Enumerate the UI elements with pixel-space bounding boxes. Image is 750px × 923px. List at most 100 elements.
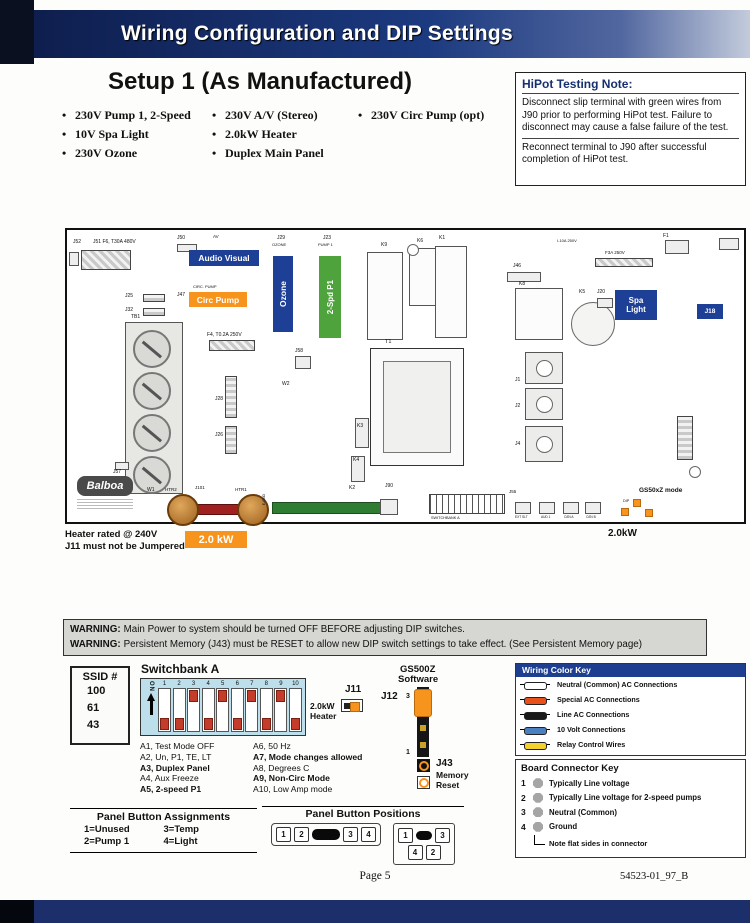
warning-line: WARNING:Main Power to system should be t… <box>70 623 700 638</box>
pcb-label: F3A 250V <box>605 250 625 255</box>
dip-on-label: ON <box>148 681 154 692</box>
pcb-label: J50 <box>177 235 186 241</box>
dip-jumper <box>633 499 641 507</box>
dip-switch-body <box>230 688 244 732</box>
connector-j4 <box>525 426 563 462</box>
component-j28 <box>225 376 237 418</box>
panel-display <box>312 829 340 840</box>
corner-block <box>0 0 34 64</box>
aux-connector <box>563 502 579 514</box>
pcb-label: HTR2 <box>165 487 177 492</box>
connector-number: 4 <box>521 821 526 832</box>
pcb-label: F4, T0.2A 250V <box>207 332 242 338</box>
relay-k6 <box>409 248 437 306</box>
panel-assignment-item: 3=Temp <box>163 824 199 835</box>
dip-switch-number: 3 <box>191 681 196 687</box>
dip-switch-number: 5 <box>221 681 225 687</box>
dip-jumper <box>621 508 629 516</box>
pcb-label: J46 <box>513 263 522 269</box>
connector-note: Note flat sides in connector <box>521 835 740 848</box>
connector-note-text: Note flat sides in connector <box>549 839 648 848</box>
dip-switch-row: 1 2 3 4 5 6 7 <box>158 681 302 733</box>
warning-text: Persistent Memory (J43) must be RESET to… <box>123 638 642 650</box>
dip-switch: 9 <box>274 681 288 733</box>
pcb-label: F1 <box>663 233 669 239</box>
kw-label: 2.0kW <box>608 528 637 539</box>
pcb-label: J51 F6, T30A 480V <box>93 239 136 245</box>
heater-note: Heater rated @ 240V J11 must not be Jump… <box>65 529 185 552</box>
connector-icon <box>533 778 543 789</box>
ssid-value: 61 <box>87 702 100 714</box>
j12-label: J12 <box>381 691 398 702</box>
panel-button: 1 <box>276 827 291 842</box>
dip-switch: 10 <box>288 681 302 733</box>
dip-switch-body <box>288 688 302 732</box>
dip-switch: 1 <box>158 681 171 733</box>
dip-switch: 8 <box>259 681 273 733</box>
wiring-color-key-rows: Neutral (Common) AC Connections Special … <box>516 677 745 752</box>
connector-j58 <box>295 356 311 369</box>
component-k3 <box>355 418 369 448</box>
relay-k8 <box>515 288 563 340</box>
pcb-label: E-GND <box>262 494 266 506</box>
screw-terminal <box>133 456 171 494</box>
dip-on-indicator: ON <box>144 681 158 733</box>
aux-connector <box>585 502 601 514</box>
pcb-label: K2 <box>349 485 356 491</box>
panel-assignment-item: 1=Unused <box>84 824 130 835</box>
pcb-label: W2 <box>282 381 290 387</box>
connector-key-rows: 1 Typically Line voltage 2 Typically Lin… <box>521 776 740 834</box>
panel-assignments-title: Panel Button Assignments <box>96 811 231 823</box>
connector-j90 <box>380 499 398 515</box>
dip-switch-panel: ON 1 2 3 4 5 <box>140 678 306 736</box>
balboa-logo: Balboa <box>77 476 133 496</box>
circ-pump-chip: Circ Pump <box>189 292 247 307</box>
switch-legend-item: A5, 2-speed P1 <box>140 784 202 795</box>
dip-switch-slider <box>218 690 228 702</box>
pcb-label: PUMP 1 <box>318 242 333 247</box>
pcb-label: GS50xZ mode <box>639 487 683 494</box>
dip-switch-slider <box>247 690 257 702</box>
connector-j2 <box>525 388 563 420</box>
screw-terminal <box>133 372 171 410</box>
warning-line: WARNING:Persistent Memory (J43) must be … <box>70 638 700 653</box>
connector-f1 <box>665 240 689 254</box>
pcb-label: J58 <box>295 348 304 354</box>
pcb-label: J101 <box>195 485 205 490</box>
switchbank-connector <box>429 494 505 514</box>
warning-box: WARNING:Main Power to system should be t… <box>63 619 707 656</box>
switch-legend-item: A6, 50 Hz <box>253 741 291 751</box>
board-connector-key: Board Connector Key 1 Typically Line vol… <box>515 759 746 858</box>
dip-switch-body <box>201 688 215 732</box>
pcb-label: J47 <box>177 292 186 298</box>
warning-prefix: WARNING: <box>70 624 121 635</box>
wiring-key-label: Neutral (Common) AC Connections <box>557 680 678 689</box>
connector-j1 <box>525 352 563 384</box>
ssid-value: 100 <box>87 685 106 697</box>
pcb-label: EXT SLT <box>515 515 528 519</box>
panel-button: 3 <box>343 827 358 842</box>
j11-label: J11 <box>345 684 362 695</box>
connector-j50 <box>177 244 197 252</box>
pcb-board-diagram: Audio Visual Circ Pump Ozone 2-Spd P1 Sp… <box>65 228 746 526</box>
connector-key-row: 4 Ground <box>521 820 740 835</box>
dip-switch-slider <box>290 718 300 730</box>
relay-circle <box>571 302 615 346</box>
component-k4 <box>351 456 365 482</box>
connector-label: Typically Line voltage for 2-speed pumps <box>549 793 702 803</box>
connector-corner <box>719 238 739 250</box>
document-number: 54523-01_97_B <box>620 871 689 882</box>
wire-icon <box>520 680 550 690</box>
connector-number: 3 <box>521 807 526 818</box>
panel-assignment-item: 4=Light <box>163 836 198 847</box>
connector-label: Typically Line voltage <box>549 778 630 788</box>
pcb-label: K9 <box>381 242 388 248</box>
bullet-list-3: 230V Circ Pump (opt) <box>358 106 518 125</box>
screw-terminal <box>133 414 171 452</box>
j43-memory-label: Memory <box>436 770 469 780</box>
pcb-label: J28 <box>215 396 224 402</box>
wire-icon <box>520 710 550 720</box>
j12-jumper <box>414 689 432 717</box>
